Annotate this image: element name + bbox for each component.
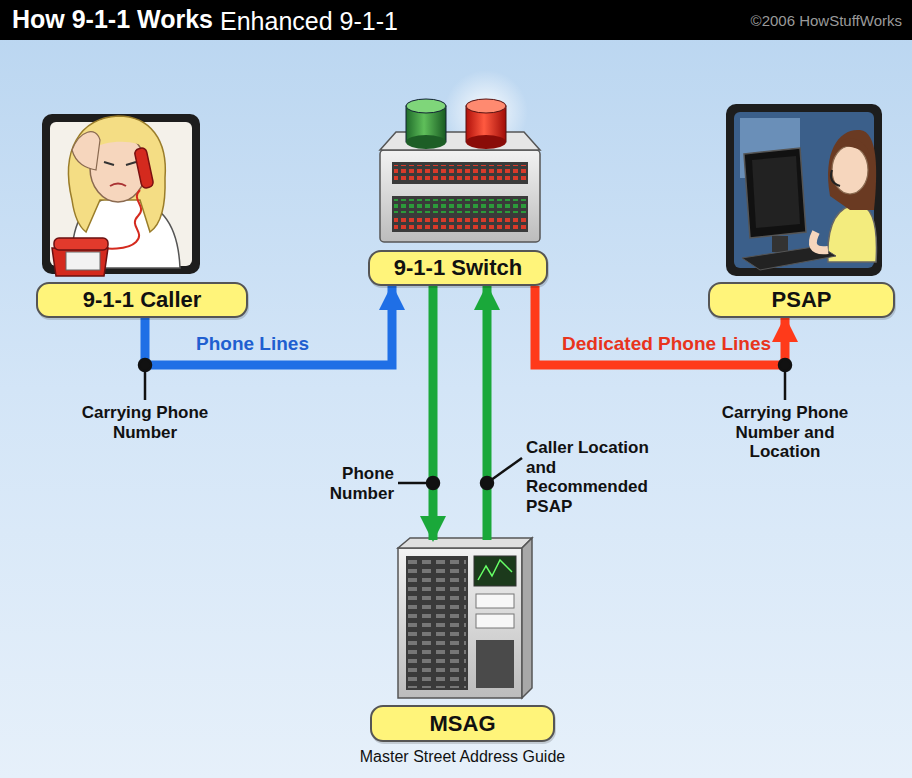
- leader-dot: [139, 359, 151, 371]
- connector-arrow: [429, 286, 438, 540]
- node-label: MSAG: [430, 711, 496, 737]
- title: How 9-1-1 Works: [12, 5, 213, 34]
- leader-dot: [481, 477, 493, 489]
- subtitle: Enhanced 9-1-1: [220, 7, 450, 36]
- callout-note: Carrying Phone Number: [80, 403, 210, 442]
- server-illustration: [398, 538, 532, 698]
- node-label: PSAP: [772, 287, 832, 313]
- caller-illustration: [42, 114, 200, 276]
- callout-note: Carrying Phone Number and Location: [712, 403, 858, 462]
- switch-pill: 9-1-1 Switch: [368, 250, 548, 286]
- node-caption: Master Street Address Guide: [360, 748, 565, 766]
- msag-pill: MSAG: [370, 705, 555, 742]
- copyright: ©2006 HowStuffWorks: [690, 12, 902, 29]
- edge-label: Phone Lines: [196, 333, 309, 355]
- dispatcher-illustration: [726, 104, 882, 276]
- node-label: 9-1-1 Caller: [83, 287, 202, 313]
- callout-note: Phone Number: [318, 464, 394, 503]
- switch-illustration: [380, 70, 540, 242]
- leader-dot: [427, 477, 439, 489]
- header-bar: [0, 0, 912, 40]
- node-label: 9-1-1 Switch: [394, 255, 522, 281]
- callout-note: Caller Location and Recommended PSAP: [526, 438, 650, 516]
- caller-pill: 9-1-1 Caller: [36, 282, 248, 318]
- msag-group: MSAGMaster Street Address Guide: [370, 540, 555, 762]
- edge-label: Dedicated Phone Lines: [562, 333, 771, 355]
- leader-dot: [779, 359, 791, 371]
- connector-arrow: [483, 286, 492, 540]
- psap-pill: PSAP: [708, 282, 895, 318]
